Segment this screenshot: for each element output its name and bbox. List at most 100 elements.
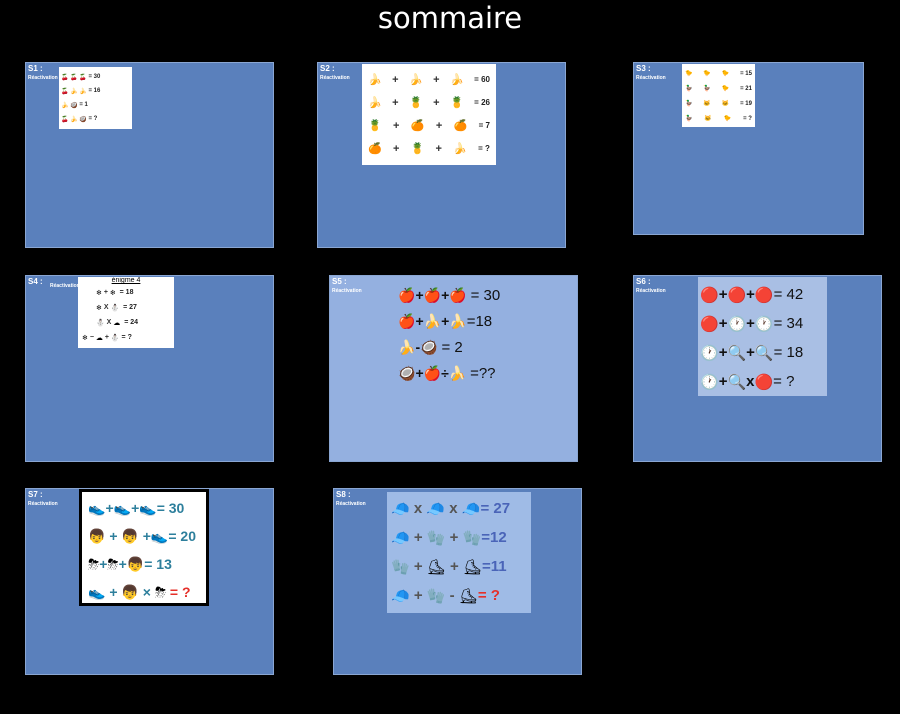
- puzzle-result: =??: [470, 364, 496, 382]
- puzzle-result: = 15: [740, 70, 752, 77]
- mitten-icon: 🧤: [426, 587, 446, 605]
- cat-icon: 🐱: [704, 116, 712, 122]
- orange-icon: 🍊: [410, 120, 425, 132]
- puzzle-title: énigme 4: [111, 277, 141, 284]
- slide-thumbnail-s4[interactable]: S4 : Réactivation énigme 4 ❄ + ❄ = 18 ❄ …: [25, 275, 274, 462]
- slide-thumbnail-s7[interactable]: S7 : Réactivation 👟+👟+👟= 30 👦 + 👦 +👟= 20…: [25, 488, 274, 675]
- puzzle-result: = 13: [144, 556, 172, 572]
- puzzle-result: = ?: [477, 587, 500, 604]
- banana-icon: 🍌: [79, 88, 87, 95]
- puzzle-image: 🔴+🔴+🔴= 42 🔴+🕐+🕐= 34 🕐+🔍+🔍= 18 🕐+🔍x🔴= ?: [698, 277, 827, 396]
- puzzle-result: = ?: [773, 373, 795, 390]
- boy-icon: 👦: [121, 583, 139, 600]
- duck-icon: 🦆: [685, 116, 693, 122]
- shoe-icon: 👟: [150, 527, 169, 544]
- duck-icon: 🦆: [685, 86, 693, 92]
- cat-icon: 🐱: [703, 101, 711, 107]
- clock-icon: 🕐: [727, 315, 747, 333]
- banana-icon: 🍌: [70, 116, 78, 123]
- slide-subtitle: Réactivation: [636, 75, 666, 81]
- chick-icon: 🐤: [723, 116, 732, 122]
- puzzle-result: = 30: [156, 500, 185, 516]
- slide-subtitle: Réactivation: [28, 501, 58, 507]
- shoe-icon: 👟: [88, 583, 106, 600]
- puzzle-result: = ?: [121, 334, 132, 341]
- banana-icon: 🍌: [449, 312, 467, 329]
- puzzle-result: = 60: [474, 75, 490, 84]
- coconut-icon: 🥥: [70, 102, 78, 109]
- puzzle-result: = ?: [169, 584, 191, 600]
- boy-icon: 👦: [88, 527, 106, 544]
- puzzle-result: = 18: [119, 289, 134, 296]
- pineapple-icon: 🍍: [409, 97, 423, 109]
- slide-thumbnail-s3[interactable]: S3 : Réactivation 🐤🐤🐤= 15 🦆🦆🐤= 21 🦆🐱🐱= 1…: [633, 62, 864, 235]
- banana-icon: 🍌: [368, 74, 382, 86]
- puzzle-result: = 1: [79, 102, 88, 108]
- slide-label: S6 :: [636, 277, 651, 286]
- puzzle-result: = 18: [773, 344, 804, 361]
- cherries-icon: 🍒: [79, 74, 87, 81]
- slide-subtitle: Réactivation: [50, 283, 80, 289]
- coconut-icon: 🥥: [398, 364, 416, 381]
- magnifier-icon: 🔍: [727, 373, 747, 391]
- coconut-icon: 🥥: [420, 338, 438, 355]
- magnifier-icon: 🔍: [754, 344, 774, 362]
- banana-icon: 🍌: [70, 88, 78, 95]
- puzzle-result: = 42: [773, 286, 804, 303]
- winter-hat-icon: 🧢: [461, 500, 481, 518]
- chick-icon: 🐤: [685, 71, 693, 77]
- puzzle-result: = 16: [88, 88, 101, 94]
- badge-icon: 🔴: [754, 286, 774, 304]
- orange-icon: 🍊: [368, 143, 382, 155]
- banana-icon: 🍌: [448, 364, 467, 381]
- badge-icon: 🔴: [700, 286, 719, 304]
- storm-cloud-icon: ⛈: [88, 555, 100, 572]
- slide-thumbnail-s6[interactable]: S6 : Réactivation 🔴+🔴+🔴= 42 🔴+🕐+🕐= 34 🕐+…: [633, 275, 882, 462]
- coconut-icon: 🥥: [79, 116, 87, 123]
- snowflake-icon: ❄: [96, 304, 102, 312]
- magnifier-icon: 🔍: [727, 344, 747, 362]
- shoe-icon: 👟: [139, 499, 157, 516]
- boy-icon: 👦: [121, 527, 139, 544]
- slide-thumbnail-s1[interactable]: S1 : Réactivation 🍒 🍒 🍒 = 30 🍒 🍌 🍌 = 16 …: [25, 62, 274, 248]
- boy-icon: 👦: [126, 555, 145, 572]
- slide-label: S5 :: [332, 277, 347, 286]
- cherries-icon: 🍒: [61, 74, 69, 81]
- puzzle-result: = ?: [743, 115, 752, 122]
- duck-icon: 🦆: [703, 86, 711, 92]
- cloud-icon: ☁: [113, 319, 121, 327]
- puzzle-result: = 30: [88, 74, 101, 80]
- banana-icon: 🍌: [409, 74, 423, 86]
- mitten-icon: 🧤: [391, 558, 410, 576]
- badge-icon: 🔴: [754, 373, 774, 391]
- winter-hat-icon: 🧢: [391, 529, 410, 547]
- snowflake-icon: ❄: [109, 289, 116, 297]
- puzzle-result: = 27: [480, 500, 511, 517]
- slide-thumbnail-s2[interactable]: S2 : Réactivation 🍌+🍌+🍌= 60 🍌+🍍+🍍= 26 🍍+…: [317, 62, 566, 248]
- puzzle-result: = ?: [478, 144, 490, 153]
- apple-icon: 🍎: [423, 286, 442, 303]
- chick-icon: 🐤: [721, 86, 730, 92]
- slide-label: S8 :: [336, 490, 351, 499]
- slide-thumbnail-s5[interactable]: S5 : Réactivation 🍎+🍎+🍎 = 30 🍎+🍌+🍌=18 🍌-…: [329, 275, 578, 462]
- puzzle-image: 🍎+🍎+🍎 = 30 🍎+🍌+🍌=18 🍌-🥥 = 2 🥥+🍎÷🍌 =??: [398, 286, 501, 382]
- mitten-icon: 🧤: [462, 529, 482, 547]
- snowflake-icon: ❄: [82, 334, 88, 342]
- clock-icon: 🕐: [754, 315, 774, 333]
- slide-label: S1 :: [28, 64, 43, 73]
- clock-icon: 🕐: [700, 344, 719, 362]
- puzzle-result: = 27: [123, 304, 137, 311]
- puzzle-result: = 2: [441, 338, 463, 356]
- ice-skate-icon: ⛸: [462, 558, 482, 576]
- apple-icon: 🍎: [449, 286, 467, 303]
- slide-label: S7 :: [28, 490, 43, 499]
- puzzle-result: = 7: [478, 121, 490, 130]
- orange-icon: 🍊: [453, 120, 468, 132]
- clock-icon: 🕐: [700, 373, 719, 391]
- slide-label: S3 :: [636, 64, 651, 73]
- slide-thumbnail-s8[interactable]: S8 : Réactivation 🧢 x 🧢 x 🧢= 27 🧢 + 🧤 + …: [333, 488, 582, 675]
- banana-icon: 🍌: [450, 74, 464, 86]
- puzzle-image: 🍌+🍌+🍌= 60 🍌+🍍+🍍= 26 🍍+🍊+🍊= 7 🍊+🍍+🍌= ?: [362, 64, 496, 165]
- mitten-icon: 🧤: [426, 529, 446, 547]
- storm-cloud-icon: ⛈: [154, 583, 167, 600]
